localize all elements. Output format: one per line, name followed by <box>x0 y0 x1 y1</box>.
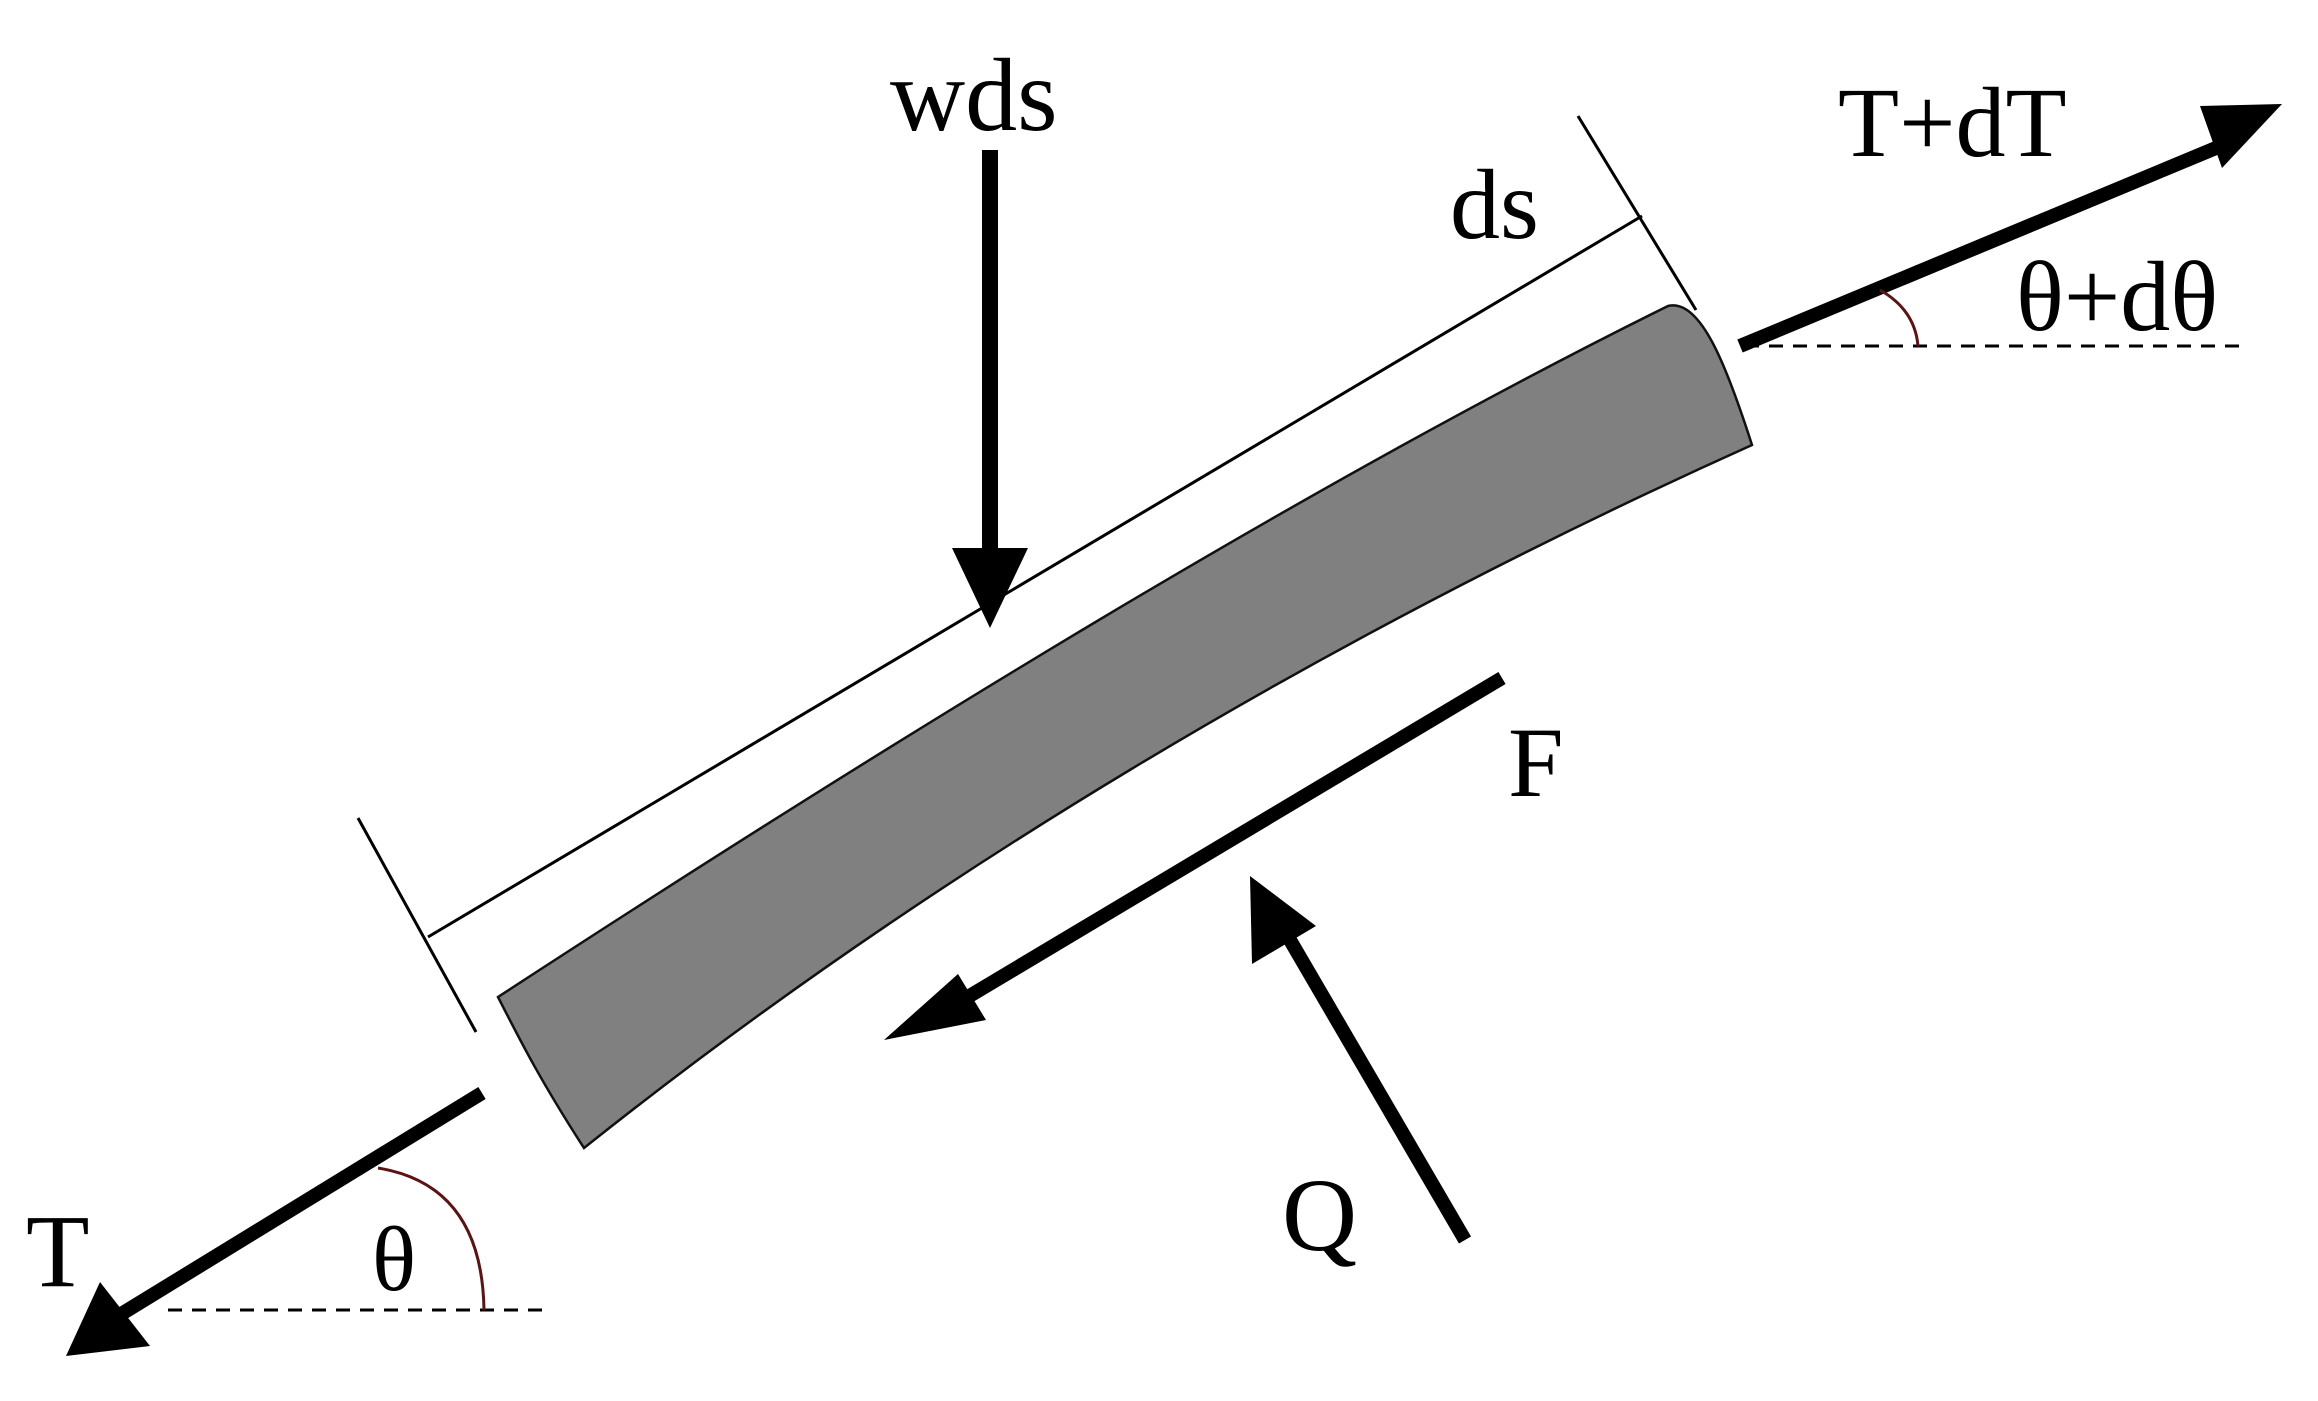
label-angle-bottom: θ <box>372 1208 416 1310</box>
label-angle-top: θ+dθ <box>2016 241 2218 352</box>
label-load: wds <box>890 38 1058 153</box>
tension-top-arrowhead <box>2200 104 2282 168</box>
normal-force-arrowhead <box>1250 876 1316 964</box>
label-friction: F <box>1508 707 1564 818</box>
normal-force-arrow <box>1283 936 1472 1244</box>
label-tension-top: T+dT <box>1838 67 2067 178</box>
label-tension-bottom: T <box>26 1194 90 1309</box>
tension-bottom-arrow <box>114 1087 486 1322</box>
tension-bottom-arrowhead <box>66 1282 150 1356</box>
wds-arrowhead <box>952 548 1028 628</box>
ds-dimension <box>356 115 1698 1033</box>
ds-right-tick <box>1576 115 1698 311</box>
label-normal-force: Q <box>1282 1158 1357 1273</box>
tension-top-arrow <box>1737 131 2243 353</box>
ds-dimension-line <box>427 214 1643 939</box>
angle-arc-bottom <box>377 1166 486 1311</box>
friction-arrow <box>942 671 1506 1017</box>
ds-left-tick <box>356 817 478 1033</box>
friction-arrowhead <box>884 974 986 1040</box>
angle-arc-top <box>1879 288 1920 347</box>
label-element-length: ds <box>1450 149 1539 260</box>
rope-element-body <box>496 304 1754 1150</box>
